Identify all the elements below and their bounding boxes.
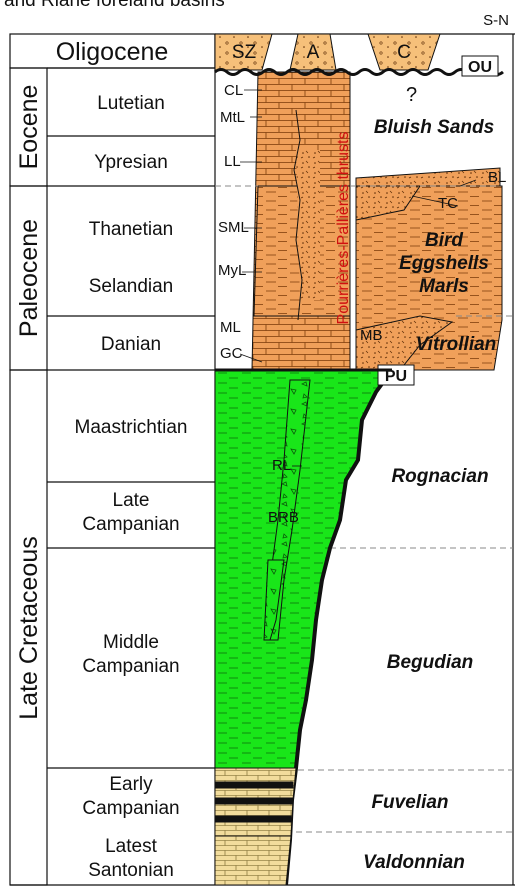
unit-sz: SZ bbox=[232, 42, 257, 63]
stage-lutetian: Lutetian bbox=[97, 93, 165, 114]
thrust-label: Pourrières-Pallières thrusts bbox=[335, 132, 352, 325]
member-mtl: MtL bbox=[220, 109, 245, 126]
member-gc: GC bbox=[220, 345, 243, 362]
stage-danian: Danian bbox=[101, 334, 161, 355]
formation-vitrollian: Vitrollian bbox=[416, 334, 497, 355]
stage-latest-santonian-2: Santonian bbox=[88, 860, 174, 881]
stage-selandian: Selandian bbox=[89, 276, 174, 297]
member-bl: BL bbox=[488, 169, 506, 186]
member-ll: LL bbox=[224, 153, 241, 170]
formation-bird-1: Bird bbox=[425, 230, 463, 251]
stage-late-campanian-2: Campanian bbox=[82, 514, 179, 535]
stage-late-campanian-1: Late bbox=[113, 490, 150, 511]
member-myl: MyL bbox=[218, 262, 246, 279]
member-rl: RL bbox=[272, 457, 291, 474]
member-mb: MB bbox=[360, 327, 383, 344]
member-sml: SML bbox=[218, 219, 249, 236]
stage-middle-campanian-2: Campanian bbox=[82, 656, 179, 677]
epoch-oligocene: Oligocene bbox=[56, 38, 169, 66]
epoch-paleocene: Paleocene bbox=[15, 219, 43, 337]
member-ml: ML bbox=[220, 319, 241, 336]
epoch-eocene: Eocene bbox=[15, 85, 43, 170]
stage-labels: Lutetian Ypresian Thanetian Selandian Da… bbox=[75, 93, 188, 881]
formation-rognacian: Rognacian bbox=[391, 466, 488, 487]
stage-thanetian: Thanetian bbox=[89, 219, 174, 240]
unit-c: C bbox=[397, 42, 411, 63]
epoch-late-cretaceous: Late Cretaceous bbox=[15, 536, 43, 719]
formation-fuvelian: Fuvelian bbox=[371, 792, 448, 813]
stage-maastrichtian: Maastrichtian bbox=[75, 417, 188, 438]
formation-bluish-sands: Bluish Sands bbox=[374, 117, 494, 138]
formation-begudian: Begudian bbox=[387, 652, 474, 673]
formation-bird-3: Marls bbox=[419, 276, 469, 297]
unit-a: A bbox=[307, 42, 320, 63]
member-question: ? bbox=[406, 84, 417, 106]
stage-ypresian: Ypresian bbox=[94, 152, 168, 173]
stage-early-campanian-1: Early bbox=[109, 774, 153, 795]
formation-bird-2: Eggshells bbox=[399, 253, 489, 274]
member-brb: BRB bbox=[268, 509, 299, 526]
ou-label: OU bbox=[468, 59, 492, 76]
stage-early-campanian-2: Campanian bbox=[82, 798, 179, 819]
stage-middle-campanian-1: Middle bbox=[103, 632, 159, 653]
member-cl: CL bbox=[224, 82, 243, 99]
stage-latest-santonian-1: Latest bbox=[105, 836, 157, 857]
fuvelian-beds bbox=[215, 768, 296, 885]
formation-valdonnian: Valdonnian bbox=[363, 852, 465, 873]
